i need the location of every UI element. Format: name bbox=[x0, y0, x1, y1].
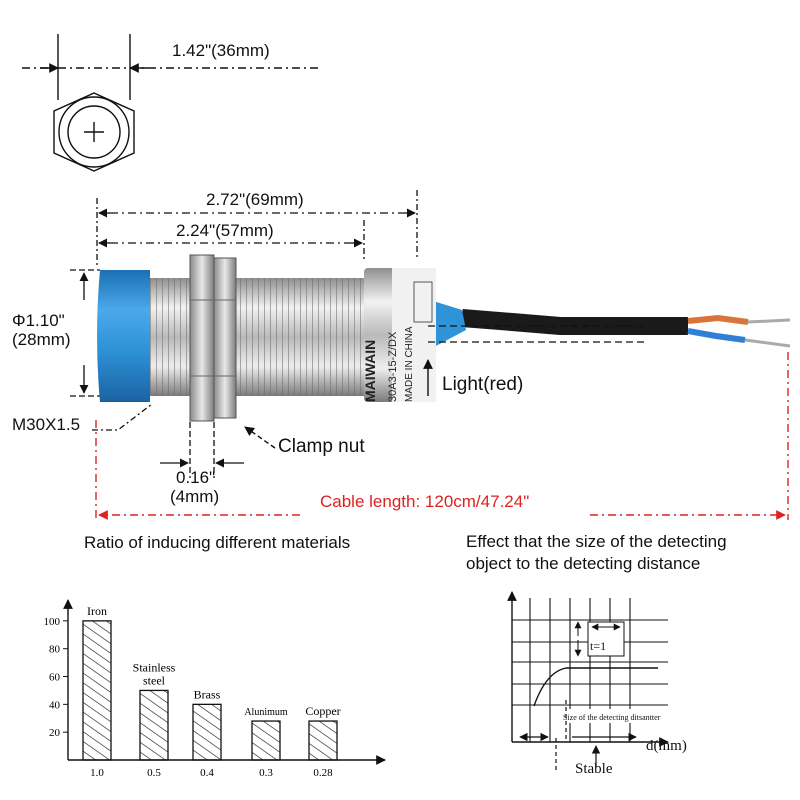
bar-alunimum bbox=[251, 720, 281, 761]
cable-length-dimension: Cable length: 120cm/47.24" bbox=[95, 325, 789, 520]
cable-length-label: Cable length: 120cm/47.24" bbox=[320, 492, 529, 511]
t-label: t=1 bbox=[590, 639, 606, 653]
bar-category-label: Brass bbox=[194, 687, 221, 701]
x-tick-label: 1.0 bbox=[90, 767, 104, 779]
clamp-nut-2 bbox=[213, 257, 237, 419]
total-length-label: 2.72"(69mm) bbox=[206, 190, 304, 209]
distance-chart-heading-line2: object to the detecting distance bbox=[466, 554, 700, 573]
x-tick-label: 0.4 bbox=[200, 767, 214, 779]
nut-thickness-inch-label: 0.16" bbox=[176, 468, 215, 487]
length-dimensions: 2.72"(69mm) 2.24"(57mm) bbox=[96, 190, 418, 265]
blue-wire bbox=[687, 328, 746, 343]
nut-thickness-mm-label: (4mm) bbox=[170, 487, 219, 506]
thread-length-label: 2.24"(57mm) bbox=[176, 221, 274, 240]
sensor-body: MAIWAIN 30A3-15-Z/DX MADE IN CHINA bbox=[97, 254, 791, 422]
top-width-label: 1.42"(36mm) bbox=[172, 41, 270, 60]
diameter-mm-label: (28mm) bbox=[12, 330, 71, 349]
brown-wire bbox=[687, 314, 749, 325]
sensing-head bbox=[97, 270, 150, 402]
ratio-chart-heading: Ratio of inducing different materials bbox=[84, 533, 350, 552]
distance-chart: t=1 Size of the detecting ditsantter d(m… bbox=[507, 591, 687, 777]
clamp-nut-label: Clamp nut bbox=[278, 436, 365, 457]
callouts: Light(red) Clamp nut 0.16" (4mm) bbox=[160, 359, 523, 506]
y-tick-label: 20 bbox=[49, 727, 61, 739]
distance-curve bbox=[533, 667, 658, 707]
light-label: Light(red) bbox=[442, 374, 523, 395]
thread-spec-label: M30X1.5 bbox=[12, 415, 80, 434]
cable bbox=[461, 309, 652, 335]
x-tick-label: 0.28 bbox=[313, 767, 333, 779]
origin-marking: MADE IN CHINA bbox=[404, 326, 415, 402]
bar-category-label: Copper bbox=[305, 704, 340, 718]
bar-copper bbox=[308, 720, 338, 761]
distance-x-axis-label: d(mm) bbox=[646, 738, 687, 754]
end-view: 1.42"(36mm) bbox=[22, 34, 320, 172]
bar-stainless-steel bbox=[139, 689, 169, 761]
stable-label: Stable bbox=[575, 761, 613, 777]
hex-outline bbox=[53, 92, 135, 172]
y-tick-label: 40 bbox=[49, 699, 61, 711]
y-tick-label: 100 bbox=[44, 616, 61, 628]
bar-category-label: Iron bbox=[87, 604, 107, 618]
clamp-nut-1 bbox=[189, 254, 215, 422]
inner-caption: Size of the detecting ditsantter bbox=[563, 713, 661, 722]
bar-iron bbox=[82, 620, 112, 761]
bar-category-label: steel bbox=[143, 673, 166, 687]
bar-category-label: Alunimum bbox=[244, 707, 288, 718]
model-marking: 30A3-15-Z/DX bbox=[387, 331, 399, 402]
x-tick-label: 0.3 bbox=[259, 767, 273, 779]
diameter-inch-label: Φ1.10" bbox=[12, 311, 65, 330]
bar-category-label: Stainless bbox=[133, 660, 176, 674]
diameter-dimension: Φ1.10" (28mm) M30X1.5 bbox=[12, 269, 153, 434]
x-tick-label: 0.5 bbox=[147, 767, 161, 779]
bar-brass bbox=[192, 703, 222, 761]
y-tick-label: 80 bbox=[49, 644, 61, 656]
brand-marking: MAIWAIN bbox=[362, 340, 378, 402]
distance-chart-heading-line1: Effect that the size of the detecting bbox=[466, 532, 727, 551]
y-tick-label: 60 bbox=[49, 672, 61, 684]
